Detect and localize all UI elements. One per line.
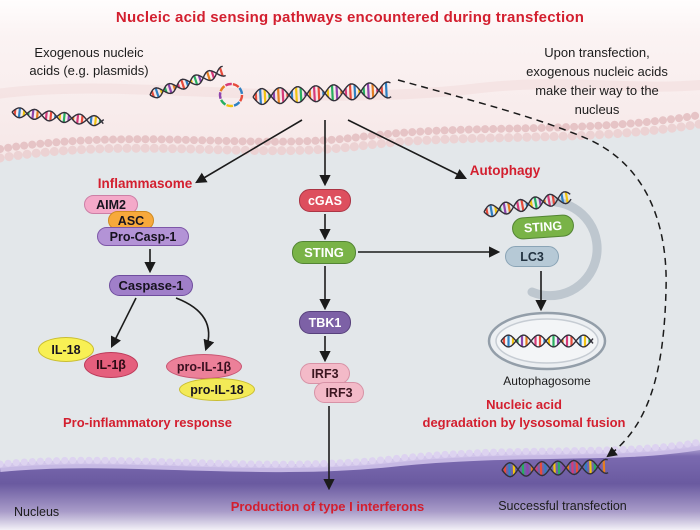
autophagy-label: Autophagy	[469, 163, 541, 178]
nucleus-label: Nucleus	[14, 505, 60, 519]
node-irf3-a: IRF3	[300, 363, 350, 384]
autophagosome-inner	[495, 318, 599, 364]
cell-membrane-row2	[0, 111, 700, 153]
phagophore-crescent	[527, 197, 602, 301]
node-pro-il-18: pro-IL-18	[179, 378, 255, 401]
dna-successful-transfection	[501, 458, 609, 478]
dashed-path-to-nucleus	[397, 79, 667, 458]
nucleus-fringe-dots	[0, 438, 700, 468]
inflammasome-label: Inflammasome	[97, 176, 193, 191]
node-irf3-b: IRF3	[314, 382, 364, 403]
dna-plasmid-squiggle-2	[149, 65, 226, 99]
cell-membrane-row1	[0, 119, 700, 163]
dna-at-sting	[483, 191, 572, 218]
node-lc3: LC3	[505, 246, 559, 267]
arrow-dna-to-inflammasome	[195, 119, 303, 184]
upon-transfection-label: Upon transfection, exogenous nucleic aci…	[526, 45, 668, 117]
node-tbk1: TBK1	[299, 311, 351, 334]
node-cgas: cGAS	[299, 189, 351, 212]
extracellular-texture	[0, 79, 700, 101]
node-asc: ASC	[108, 211, 154, 230]
dna-plasmid-squiggle-1	[11, 107, 105, 127]
node-caspase-1: Caspase-1	[109, 275, 193, 296]
exogenous-acids-label: Exogenous nucleic acids (e.g. plasmids)	[29, 45, 149, 78]
node-il-1b: IL-1β	[84, 352, 138, 378]
arrow-caspase1-to-il1b	[110, 297, 137, 349]
node-pro-casp-1: Pro-Casp-1	[97, 227, 189, 246]
successful-transfection-label: Successful transfection	[498, 499, 627, 513]
node-sting-autophagy: STING	[511, 213, 575, 241]
type1-interferons-label: Production of type I interferons	[230, 499, 425, 514]
dna-in-autophagosome	[500, 334, 594, 348]
node-pro-il-1b: pro-IL-1β	[166, 354, 242, 379]
node-il-18: IL-18	[38, 337, 94, 362]
arrow-dna-to-autophagy	[347, 119, 468, 180]
autophagosome-label: Autophagosome	[503, 374, 591, 388]
node-sting: STING	[292, 241, 356, 264]
lysosomal-degradation-label: Nucleic acid degradation by lysosomal fu…	[422, 397, 626, 430]
pro-inflammatory-response-label: Pro-inflammatory response	[62, 415, 233, 430]
diagram-title: Nucleic acid sensing pathways encountere…	[115, 9, 585, 26]
plasmid-circle	[218, 82, 244, 108]
dna-central	[252, 81, 392, 106]
arrow-caspase1-to-proil	[175, 297, 215, 352]
